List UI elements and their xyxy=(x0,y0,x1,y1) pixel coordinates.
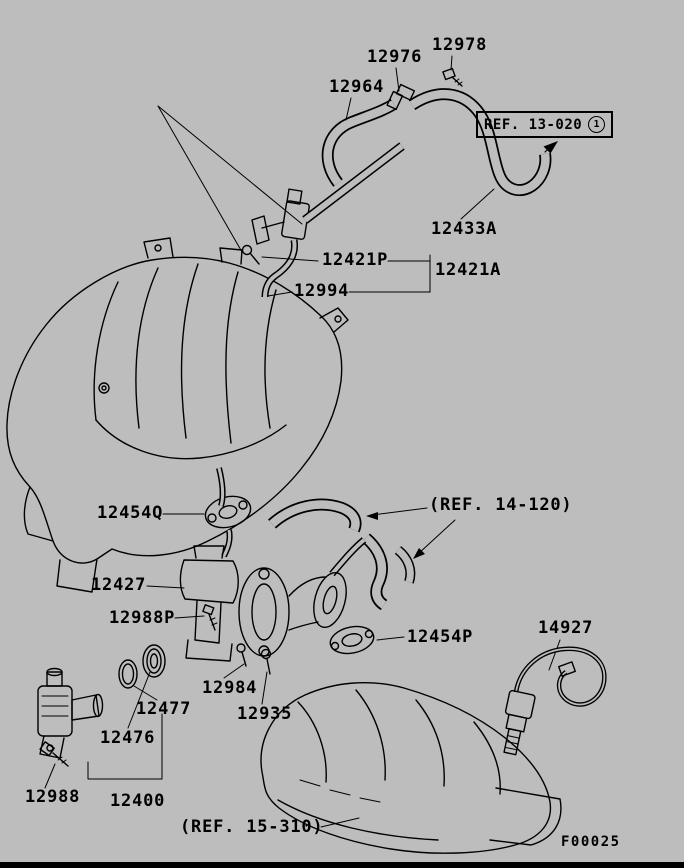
part-label-12976: 12976 xyxy=(367,47,423,67)
ref-14-120-arrows xyxy=(366,507,456,559)
part-label-12454Q: 12454Q xyxy=(97,503,164,523)
egr-valve-12427-drawing xyxy=(179,545,347,662)
intake-manifold-drawing xyxy=(6,237,349,593)
part-label-14927: 14927 xyxy=(538,618,594,638)
oring-12477-drawing xyxy=(118,659,138,689)
ref-box-badge: 1 xyxy=(588,116,606,133)
ref-box-13-020: REF. 13-020 1 xyxy=(476,111,614,138)
part-label-12454P: 12454P xyxy=(407,627,474,647)
gasket-12454P-drawing xyxy=(329,625,375,655)
callout-lines xyxy=(157,105,303,253)
exhaust-manifold-drawing xyxy=(260,681,562,854)
hose-12433A-drawing xyxy=(408,88,558,197)
part-label-12476: 12476 xyxy=(100,728,156,748)
part-label-12964: 12964 xyxy=(329,77,385,97)
ref-label-14-120: (REF. 14-120) xyxy=(429,495,573,515)
vacuum-valve-drawing xyxy=(241,142,405,298)
bolt-12935-drawing xyxy=(260,648,272,675)
ref-label-15-310: (REF. 15-310) xyxy=(180,817,324,837)
part-label-12421P: 12421P xyxy=(322,250,389,270)
part-label-12984: 12984 xyxy=(202,678,258,698)
hose-12964-drawing xyxy=(321,98,398,187)
part-label-12427: 12427 xyxy=(91,575,147,595)
oxygen-sensor-14927-drawing xyxy=(503,646,607,756)
part-label-12988P: 12988P xyxy=(109,608,176,628)
solenoid-12400-drawing xyxy=(37,667,104,759)
part-label-12935: 12935 xyxy=(237,704,293,724)
stud-12984-drawing xyxy=(236,643,247,667)
figure-code: F00025 xyxy=(561,834,621,850)
part-label-12978: 12978 xyxy=(432,35,488,55)
part-label-12400: 12400 xyxy=(110,791,166,811)
ref-box-label: REF. 13-020 xyxy=(484,116,583,133)
gasket-12454Q-drawing xyxy=(204,467,252,558)
bolt-12988-drawing xyxy=(39,741,69,767)
part-label-12994: 12994 xyxy=(294,281,350,301)
ring-12476-drawing xyxy=(142,644,166,678)
hose-ref-14-120-drawing xyxy=(267,498,416,611)
bottom-border xyxy=(0,862,684,868)
bolt-12978-drawing xyxy=(442,67,463,87)
bolt-12988P-drawing xyxy=(202,604,218,631)
part-label-12988: 12988 xyxy=(25,787,81,807)
leader-lines xyxy=(44,55,561,828)
part-label-12433A: 12433A xyxy=(431,219,498,239)
part-label-12421A: 12421A xyxy=(435,260,502,280)
part-label-12477: 12477 xyxy=(136,699,192,719)
